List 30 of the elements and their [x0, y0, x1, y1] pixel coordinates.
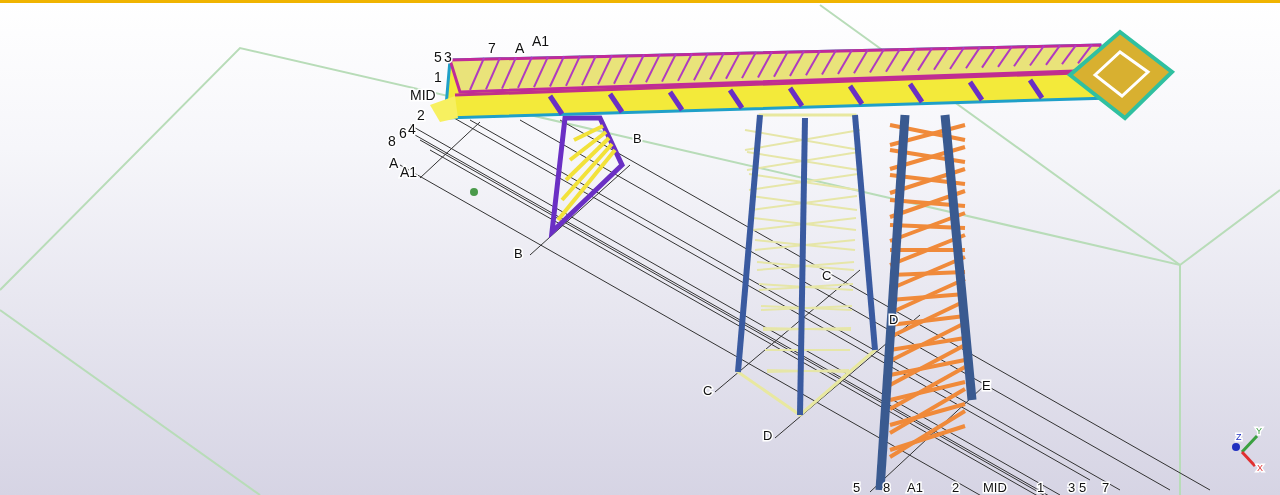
grid-label: 3	[444, 49, 452, 65]
grid-label: 4	[408, 121, 416, 137]
axis-label: Y	[1256, 426, 1262, 436]
grid-label: 1	[1037, 480, 1045, 495]
grid-label: MID	[410, 87, 436, 103]
grid-label: B	[514, 246, 523, 261]
grid-label: 2	[952, 480, 960, 495]
axis-label: Z	[1236, 432, 1242, 442]
grid-label: A1	[907, 480, 923, 495]
grid-label: 1	[434, 69, 442, 85]
grid-label: A	[515, 40, 525, 56]
grid-label: 5	[853, 480, 861, 495]
grid-label: MID	[983, 480, 1007, 495]
grid-label: B	[633, 131, 642, 146]
grid-label: 5	[1079, 480, 1087, 495]
grid-label: C	[703, 383, 713, 398]
grid-label: 3	[1068, 480, 1076, 495]
grid-label: 8	[883, 480, 891, 495]
grid-label: 5	[434, 49, 442, 65]
grid-label: A	[389, 155, 399, 171]
grid-label: 8	[388, 133, 396, 149]
grid-label: 2	[417, 107, 425, 123]
axis-label: X	[1257, 463, 1263, 473]
grid-label: A1	[400, 164, 418, 180]
grid-label: D	[763, 428, 773, 443]
grid-label: C	[822, 268, 832, 283]
grid-label: 6	[399, 125, 407, 141]
grid-label: 7	[1102, 480, 1110, 495]
grid-label: A1	[532, 33, 550, 49]
grid-label: 7	[488, 40, 496, 56]
